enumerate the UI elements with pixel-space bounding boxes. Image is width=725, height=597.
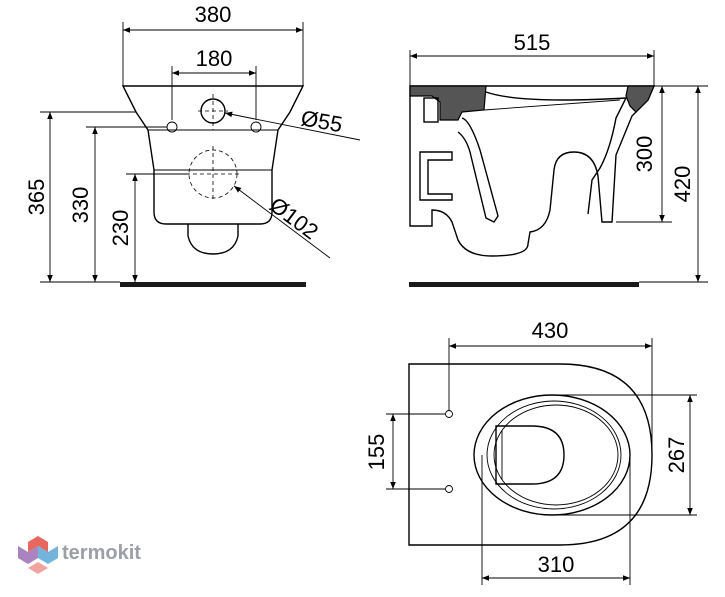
- side-inner-bowl: [485, 91, 628, 215]
- front-dim-230: 230: [108, 210, 133, 247]
- top-view: 430 155 267 310: [364, 318, 697, 585]
- front-dim-365: 365: [24, 179, 49, 216]
- top-dim-310: 310: [538, 552, 575, 577]
- top-bowl-rim: [486, 400, 622, 510]
- top-body-outline: [408, 363, 653, 546]
- top-dim-267: 267: [664, 437, 689, 474]
- termokit-logo-icon: [18, 536, 58, 574]
- top-dim-430: 430: [532, 318, 569, 343]
- top-bowl-inner: [493, 404, 619, 506]
- side-dim-515: 515: [514, 30, 551, 55]
- front-dim-180: 180: [196, 46, 233, 71]
- top-bowl-opening: [495, 425, 565, 485]
- brand-logo: termokit: [18, 536, 141, 574]
- side-dim-300: 300: [632, 136, 657, 173]
- side-trap: [457, 117, 499, 223]
- top-mount-hole-lower: [445, 485, 453, 493]
- brand-name: termokit: [62, 542, 141, 564]
- side-dim-420: 420: [670, 166, 695, 203]
- front-outlet: [187, 224, 239, 255]
- front-dim-dia102: Ø102: [265, 192, 323, 244]
- side-body-outline: [409, 85, 656, 257]
- side-inner-edge: [483, 99, 621, 111]
- side-rim-right: [625, 85, 655, 113]
- front-dim-330: 330: [68, 187, 93, 224]
- front-mount-hole-left: [166, 121, 178, 133]
- top-mount-hole-upper: [445, 410, 453, 418]
- top-bowl-outer: [473, 394, 631, 516]
- top-dim-155: 155: [364, 434, 389, 471]
- front-dim-380: 380: [195, 2, 232, 27]
- front-mount-hole-right: [250, 121, 262, 133]
- front-floor: [120, 282, 306, 287]
- front-dim-dia55: Ø55: [299, 105, 344, 137]
- front-view: 380 180 Ø55 Ø102 365 330 230: [24, 2, 361, 287]
- side-floor: [409, 282, 639, 287]
- side-view: 515 300 420: [409, 30, 708, 287]
- side-rim-section: [409, 85, 487, 121]
- side-wall-pocket: [419, 151, 453, 201]
- front-body-outline: [121, 85, 305, 225]
- front-centerlines: [186, 94, 240, 202]
- side-inlet: [423, 97, 439, 123]
